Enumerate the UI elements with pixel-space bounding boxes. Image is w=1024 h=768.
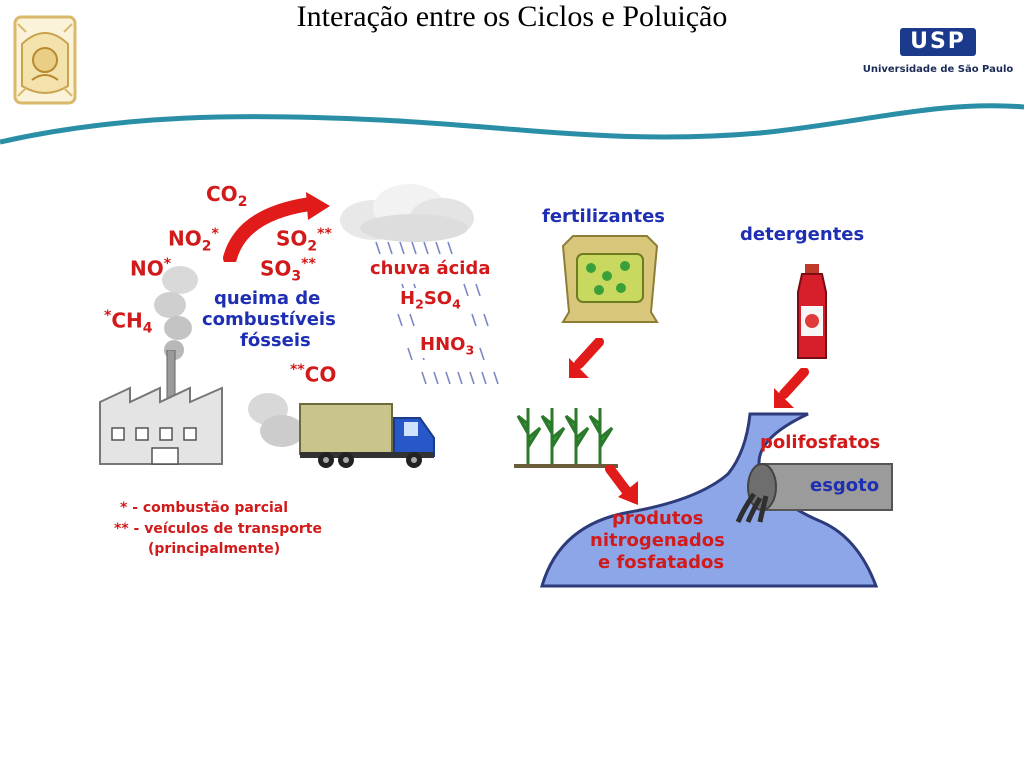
h2so4-label: H2SO4 <box>398 288 463 312</box>
factory-illustration <box>99 350 223 465</box>
page-title: Interação entre os Ciclos e Poluição <box>296 0 728 33</box>
institution-name: Universidade de São Paulo <box>862 64 1014 75</box>
emission-arrow-icon <box>223 192 330 262</box>
crops-illustration <box>514 408 618 468</box>
products-label-line2: nitrogenados <box>590 530 725 551</box>
fertilizers-label: fertilizantes <box>542 206 665 227</box>
runoff-arrow-icon <box>605 465 638 505</box>
legend-mainly: (principalmente) <box>148 541 281 557</box>
so3-label: SO3** <box>260 256 316 285</box>
legend-transport-vehicles: ** - veículos de transporte <box>114 521 322 537</box>
co-label: **CO <box>290 362 337 387</box>
fertilizer-arrow-icon <box>569 338 604 378</box>
polyphosphates-label: polifosfatos <box>760 432 881 453</box>
combustion-label-line3: fósseis <box>240 330 311 351</box>
products-label-line3: e fosfatados <box>598 552 725 573</box>
detergent-bottle-icon <box>797 264 827 359</box>
sewage-label: esgoto <box>810 475 880 496</box>
acid-rain-label: chuva ácida <box>368 258 493 279</box>
usp-logo: USP Universidade de São Paulo <box>860 28 1016 78</box>
no2-label: NO2* <box>168 226 219 255</box>
products-label-line1: produtos <box>612 508 704 529</box>
hno3-label: HNO3 <box>418 334 477 358</box>
sewage-pipe-icon <box>736 463 893 523</box>
legend-partial-combustion: * - combustão parcial <box>120 500 289 516</box>
crest-logo <box>12 14 78 106</box>
header-wave <box>0 103 1024 145</box>
detergents-label: detergentes <box>740 224 865 245</box>
so2-label: SO2** <box>276 226 332 255</box>
cloud-icon <box>340 184 474 242</box>
truck-exhaust <box>248 393 304 447</box>
detergent-arrow-icon <box>774 368 809 408</box>
truck-illustration <box>299 403 435 468</box>
fertilizer-bag-icon <box>561 235 659 323</box>
combustion-label-line2: combustíveis <box>202 309 336 330</box>
ch4-label: *CH4 <box>104 308 153 337</box>
usp-logo-mark: USP <box>900 28 976 56</box>
no-label: NO* <box>130 256 172 281</box>
combustion-label-line1: queima de <box>214 288 321 309</box>
co2-label: CO2 <box>206 182 248 210</box>
